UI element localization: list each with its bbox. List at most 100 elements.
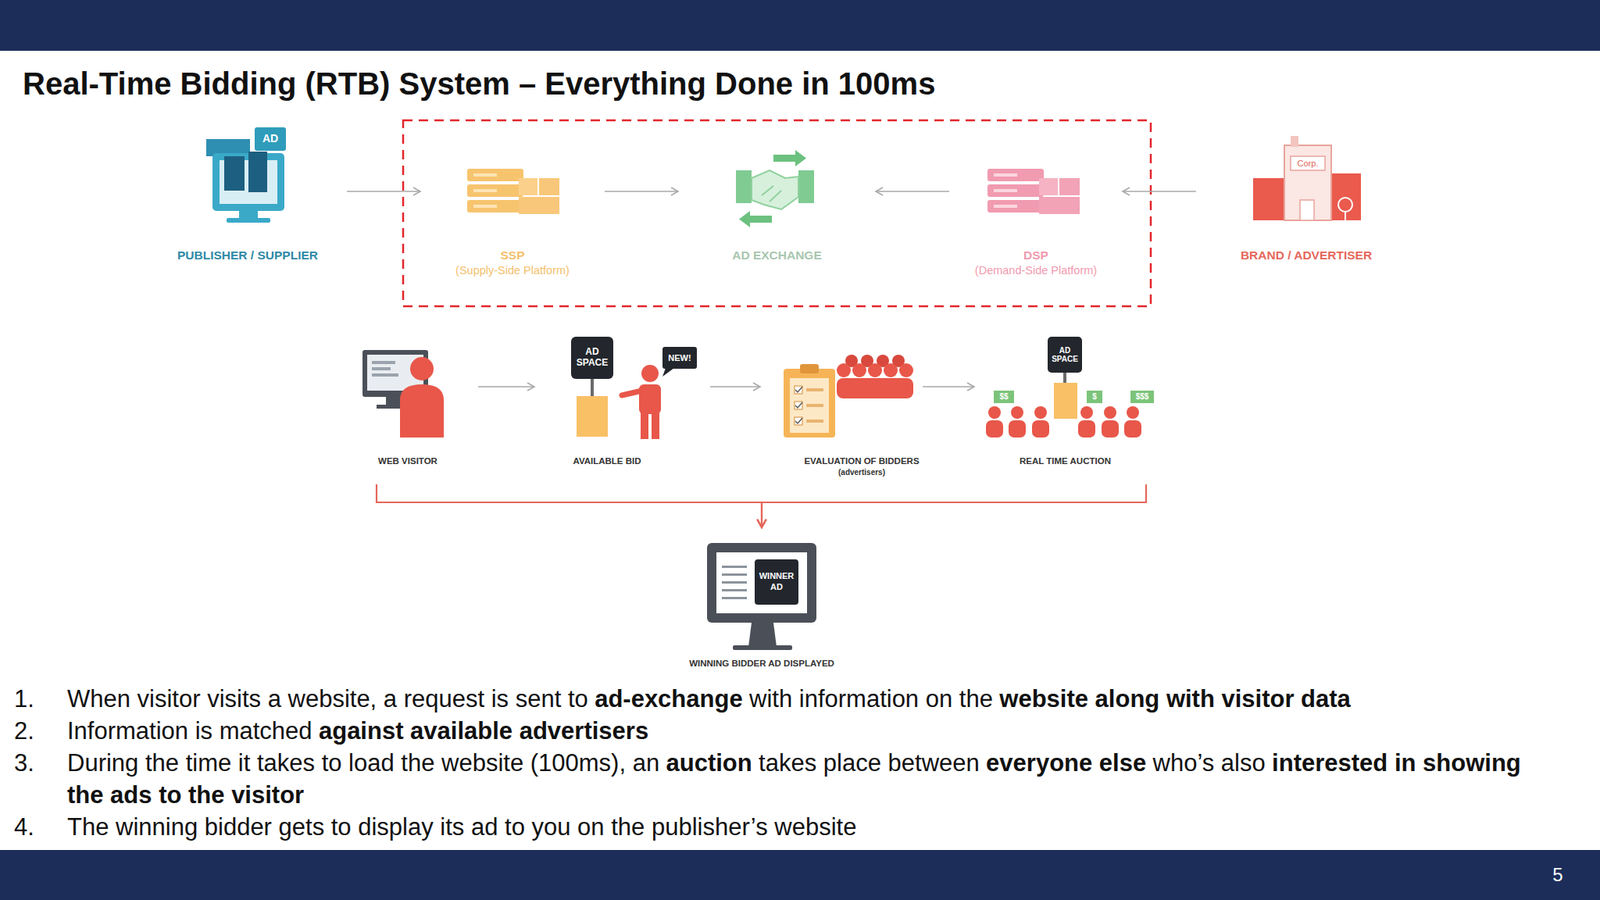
server-bar	[987, 200, 1044, 213]
server-bar	[467, 168, 524, 182]
winner-ad-box	[754, 559, 799, 605]
list-text: When visitor visits a website, a request…	[67, 682, 1564, 715]
publisher-node: PUBLISHER / SUPPLIER	[148, 117, 347, 283]
flow-arrow	[346, 190, 421, 193]
person-leg	[640, 410, 649, 440]
finger-line	[761, 185, 782, 202]
bidder-head	[1103, 406, 1117, 419]
flow-arrow	[710, 385, 761, 388]
icon-badge-text: AD	[254, 127, 286, 151]
server-bar	[467, 200, 524, 213]
bidder-head	[1080, 406, 1093, 419]
screen-line	[371, 373, 399, 377]
bid-amount: $$$	[1130, 390, 1154, 404]
ad-badge	[254, 127, 286, 151]
exchange-node: AD EXCHANGE	[678, 117, 876, 283]
node-label: SSP	[420, 248, 605, 264]
brand-icon	[1253, 135, 1361, 221]
crate	[1059, 178, 1080, 196]
crate	[539, 178, 560, 196]
crate	[518, 196, 560, 215]
clipboard-paper	[789, 378, 829, 433]
sign-pole	[590, 378, 594, 397]
tree-trunk	[1344, 211, 1347, 221]
body-text: with information on the	[749, 685, 993, 713]
auction-icon	[985, 336, 1154, 438]
flow-arrow	[875, 190, 950, 193]
bidder-head	[867, 363, 883, 378]
body-text: who’s also	[1153, 749, 1266, 777]
server-bar	[987, 168, 1044, 182]
emphasis-text: website along with visitor data	[999, 685, 1351, 713]
exchange-arrow	[795, 150, 807, 167]
server-slot	[993, 204, 1018, 208]
bubble-text: NEW!	[662, 346, 697, 369]
server-slot	[473, 204, 497, 208]
node-sublabel: (Demand-Side Platform)	[949, 264, 1123, 278]
check-line	[806, 388, 824, 392]
bracket-arrow	[376, 484, 762, 528]
body-text: takes place between	[758, 749, 980, 777]
person-head	[641, 364, 659, 383]
monitor-stand	[748, 622, 777, 647]
clipboard-clip	[800, 364, 819, 374]
emphasis-text: auction	[666, 749, 753, 777]
server-slot	[473, 173, 497, 177]
node-label: EVALUATION OF BIDDERS	[780, 456, 943, 468]
flow-arrow	[604, 190, 679, 193]
slide-title: Real-Time Bidding (RTB) System – Everyth…	[22, 64, 936, 104]
handshake	[751, 170, 799, 210]
dsp-node: DSP(Demand-Side Platform)	[949, 117, 1123, 283]
bidder-head	[899, 363, 914, 378]
ad-space-sign	[571, 336, 614, 379]
bracket-arrow	[761, 484, 1147, 528]
screen-panel	[224, 156, 245, 191]
chimney	[1290, 135, 1299, 147]
server-slot	[473, 189, 497, 193]
emphasis-text: everyone else	[985, 749, 1147, 777]
server-bar	[467, 184, 524, 197]
monitor-stand	[239, 210, 258, 219]
exchange-arrow	[750, 215, 772, 223]
monitor-base	[226, 217, 271, 223]
building-tower	[1284, 145, 1332, 221]
company-sign	[1290, 156, 1325, 171]
list-number: 4.	[14, 810, 35, 843]
winner-text: WINNER AD	[754, 559, 799, 605]
advertiser-node: BRAND / ADVERTISER	[1196, 117, 1417, 283]
screen-line	[371, 367, 391, 371]
screen-line	[721, 596, 747, 600]
sign-text: Corp.	[1290, 156, 1325, 171]
header-band	[0, 0, 1600, 51]
body-text: When visitor visits a website, a request…	[67, 685, 589, 713]
list-number: 1.	[14, 682, 35, 715]
exchange-arrow	[739, 210, 750, 228]
bidder-head	[1126, 406, 1140, 419]
check-line	[806, 403, 824, 408]
ad-slot	[1053, 382, 1078, 419]
bid-tag	[1130, 390, 1154, 404]
node-label: AVAILABLE BID	[534, 456, 680, 468]
body-text: Information is matched	[67, 717, 313, 745]
bidder-head	[1034, 406, 1047, 419]
evaluation-icon	[783, 354, 914, 438]
flow-arrow	[1122, 190, 1197, 193]
node-label: WINNING BIDDER AD DISPLAYED	[687, 658, 836, 670]
bid-amount: $$	[993, 390, 1015, 404]
person-leg	[651, 410, 660, 440]
ssp-node: SSP(Supply-Side Platform)	[420, 117, 605, 283]
sign-pole	[1063, 372, 1067, 384]
bidder-head	[852, 363, 867, 378]
body-text: During the time it takes to load the web…	[67, 749, 660, 777]
sleeve	[798, 170, 815, 204]
check-mark	[795, 386, 803, 424]
step-node: EVALUATION OF BIDDERS(advertisers)	[760, 335, 923, 485]
result-node: WINNING BIDDER AD DISPLAYED	[687, 527, 836, 680]
web-visitor-icon	[362, 350, 444, 438]
node-sublabel: (Supply-Side Platform)	[420, 264, 605, 278]
door	[1300, 200, 1315, 221]
speech-bubble	[662, 346, 697, 369]
bidder-head	[883, 363, 898, 378]
flow-arrow	[478, 385, 535, 388]
